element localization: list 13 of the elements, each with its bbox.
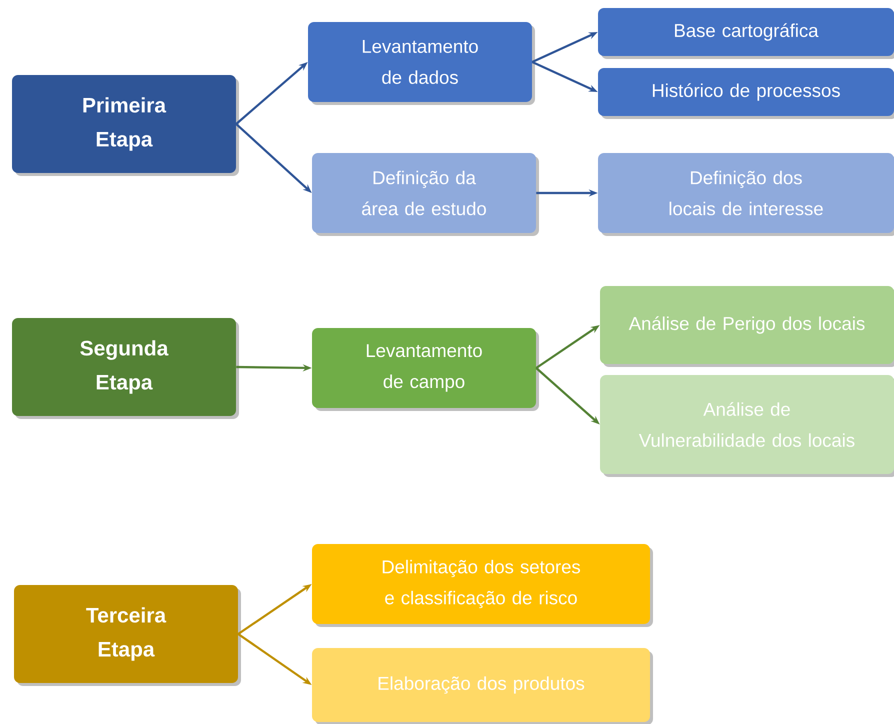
stage-box: Terceira Etapa	[14, 585, 241, 686]
process-box: Histórico de processos	[598, 68, 894, 119]
process-box: Delimitação dos setores e classificação de risco	[312, 544, 653, 627]
stage-box: Primeira Etapa	[12, 75, 239, 176]
stage-box: Segunda Etapa	[12, 318, 239, 419]
process-box: Elaboração dos produtos	[312, 648, 653, 724]
process-box: Definição da área de estudo	[312, 153, 539, 236]
process-box: Levantamento de campo	[312, 328, 539, 411]
process-box: Definição dos locais de interesse	[598, 153, 894, 236]
process-box: Análise de Perigo dos locais	[600, 286, 894, 367]
process-box: Análise de Vulnerabilidade dos locais	[600, 375, 894, 477]
process-box: Base cartográfica	[598, 8, 894, 59]
process-box: Levantamento de dados	[308, 22, 535, 105]
